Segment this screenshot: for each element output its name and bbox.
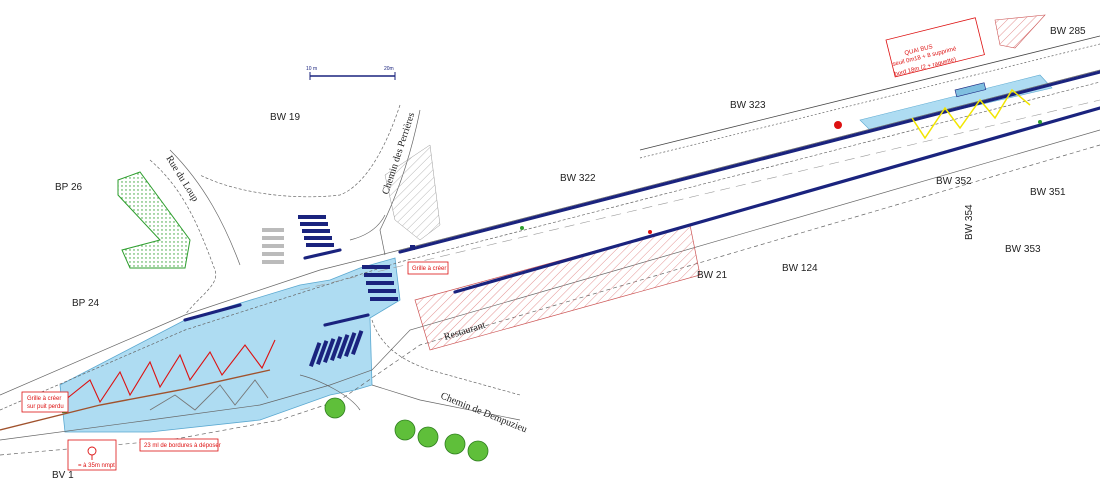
parcel-label: BW 352 [936, 176, 972, 187]
scale-end-label: 20m [384, 66, 394, 72]
bus-shelter [954, 82, 987, 98]
tree-icon [394, 419, 416, 441]
road-edges [0, 35, 1100, 456]
road-surface [59, 74, 1053, 433]
tree-icon [417, 426, 439, 448]
annotation-grille-left: Grille à créer sur puit perdu [21, 391, 69, 413]
svg-text:23 ml de bordures à déposer: 23 ml de bordures à déposer [144, 443, 221, 449]
tree-icon [324, 397, 346, 419]
crosswalk-east [362, 265, 398, 301]
annotation-quai-bus: QUAI BUS seuil 0m18 + 8 supprimé bord 18… [885, 17, 985, 78]
parcel-label: BP 24 [72, 298, 99, 309]
side-street-rue-du-loup [149, 149, 241, 316]
green-area [117, 171, 191, 269]
crosswalk-gray [262, 228, 284, 264]
annotation-bordures: 23 ml de bordures à déposer [139, 438, 221, 452]
side-street-dempuzieu [299, 319, 521, 421]
parcel-label: BW 124 [782, 263, 818, 274]
annotation-grille-right: Grille à créer [407, 261, 449, 275]
brown-line [0, 369, 271, 431]
parcel-label: BV 1 [52, 470, 74, 481]
parcel-label: BW 351 [1030, 187, 1066, 198]
scale-start-label: 10 m [306, 66, 317, 72]
perrieres-hatch [384, 144, 441, 241]
survey-points [62, 120, 1042, 413]
scale-bar: 10 m 20m [306, 66, 396, 80]
bus-lane-lines [183, 70, 1100, 327]
parcel-label: BW 322 [560, 173, 596, 184]
parcel-label: BW 323 [730, 100, 766, 111]
red-zigzag [64, 339, 276, 404]
street-name-dempuzieu: Chemin de Dempuzieu [439, 391, 529, 436]
parcel-label: BW 21 [697, 270, 727, 281]
gray-zigzag [149, 379, 269, 411]
parcel-label: BW 353 [1005, 244, 1041, 255]
svg-text:Grille à créer: Grille à créer [412, 266, 446, 272]
yellow-zigzag [911, 88, 1031, 140]
warning-icon [87, 446, 97, 460]
svg-text:sur puit perdu: sur puit perdu [27, 404, 64, 410]
tree-icon [467, 440, 489, 462]
trees [324, 397, 489, 462]
tree-icon [444, 433, 466, 455]
parcel-label: BP 26 [55, 182, 82, 193]
parcel-label: BW 19 [270, 112, 300, 123]
svg-text:= à 35m nmpt: = à 35m nmpt [78, 463, 115, 469]
bw285-hatch [994, 14, 1046, 49]
svg-text:Grille à créer: Grille à créer [27, 396, 61, 402]
crosswalk-north [298, 215, 334, 247]
parcel-label: BW 285 [1050, 26, 1086, 37]
parcel-label: BW 354 [964, 204, 975, 240]
annotation-legend: = à 35m nmpt [67, 439, 117, 471]
crosswalk-south [309, 330, 364, 367]
parcel-labels: BW 285 BW 323 BW 322 BW 19 BP 26 BP 24 B… [52, 26, 1086, 481]
